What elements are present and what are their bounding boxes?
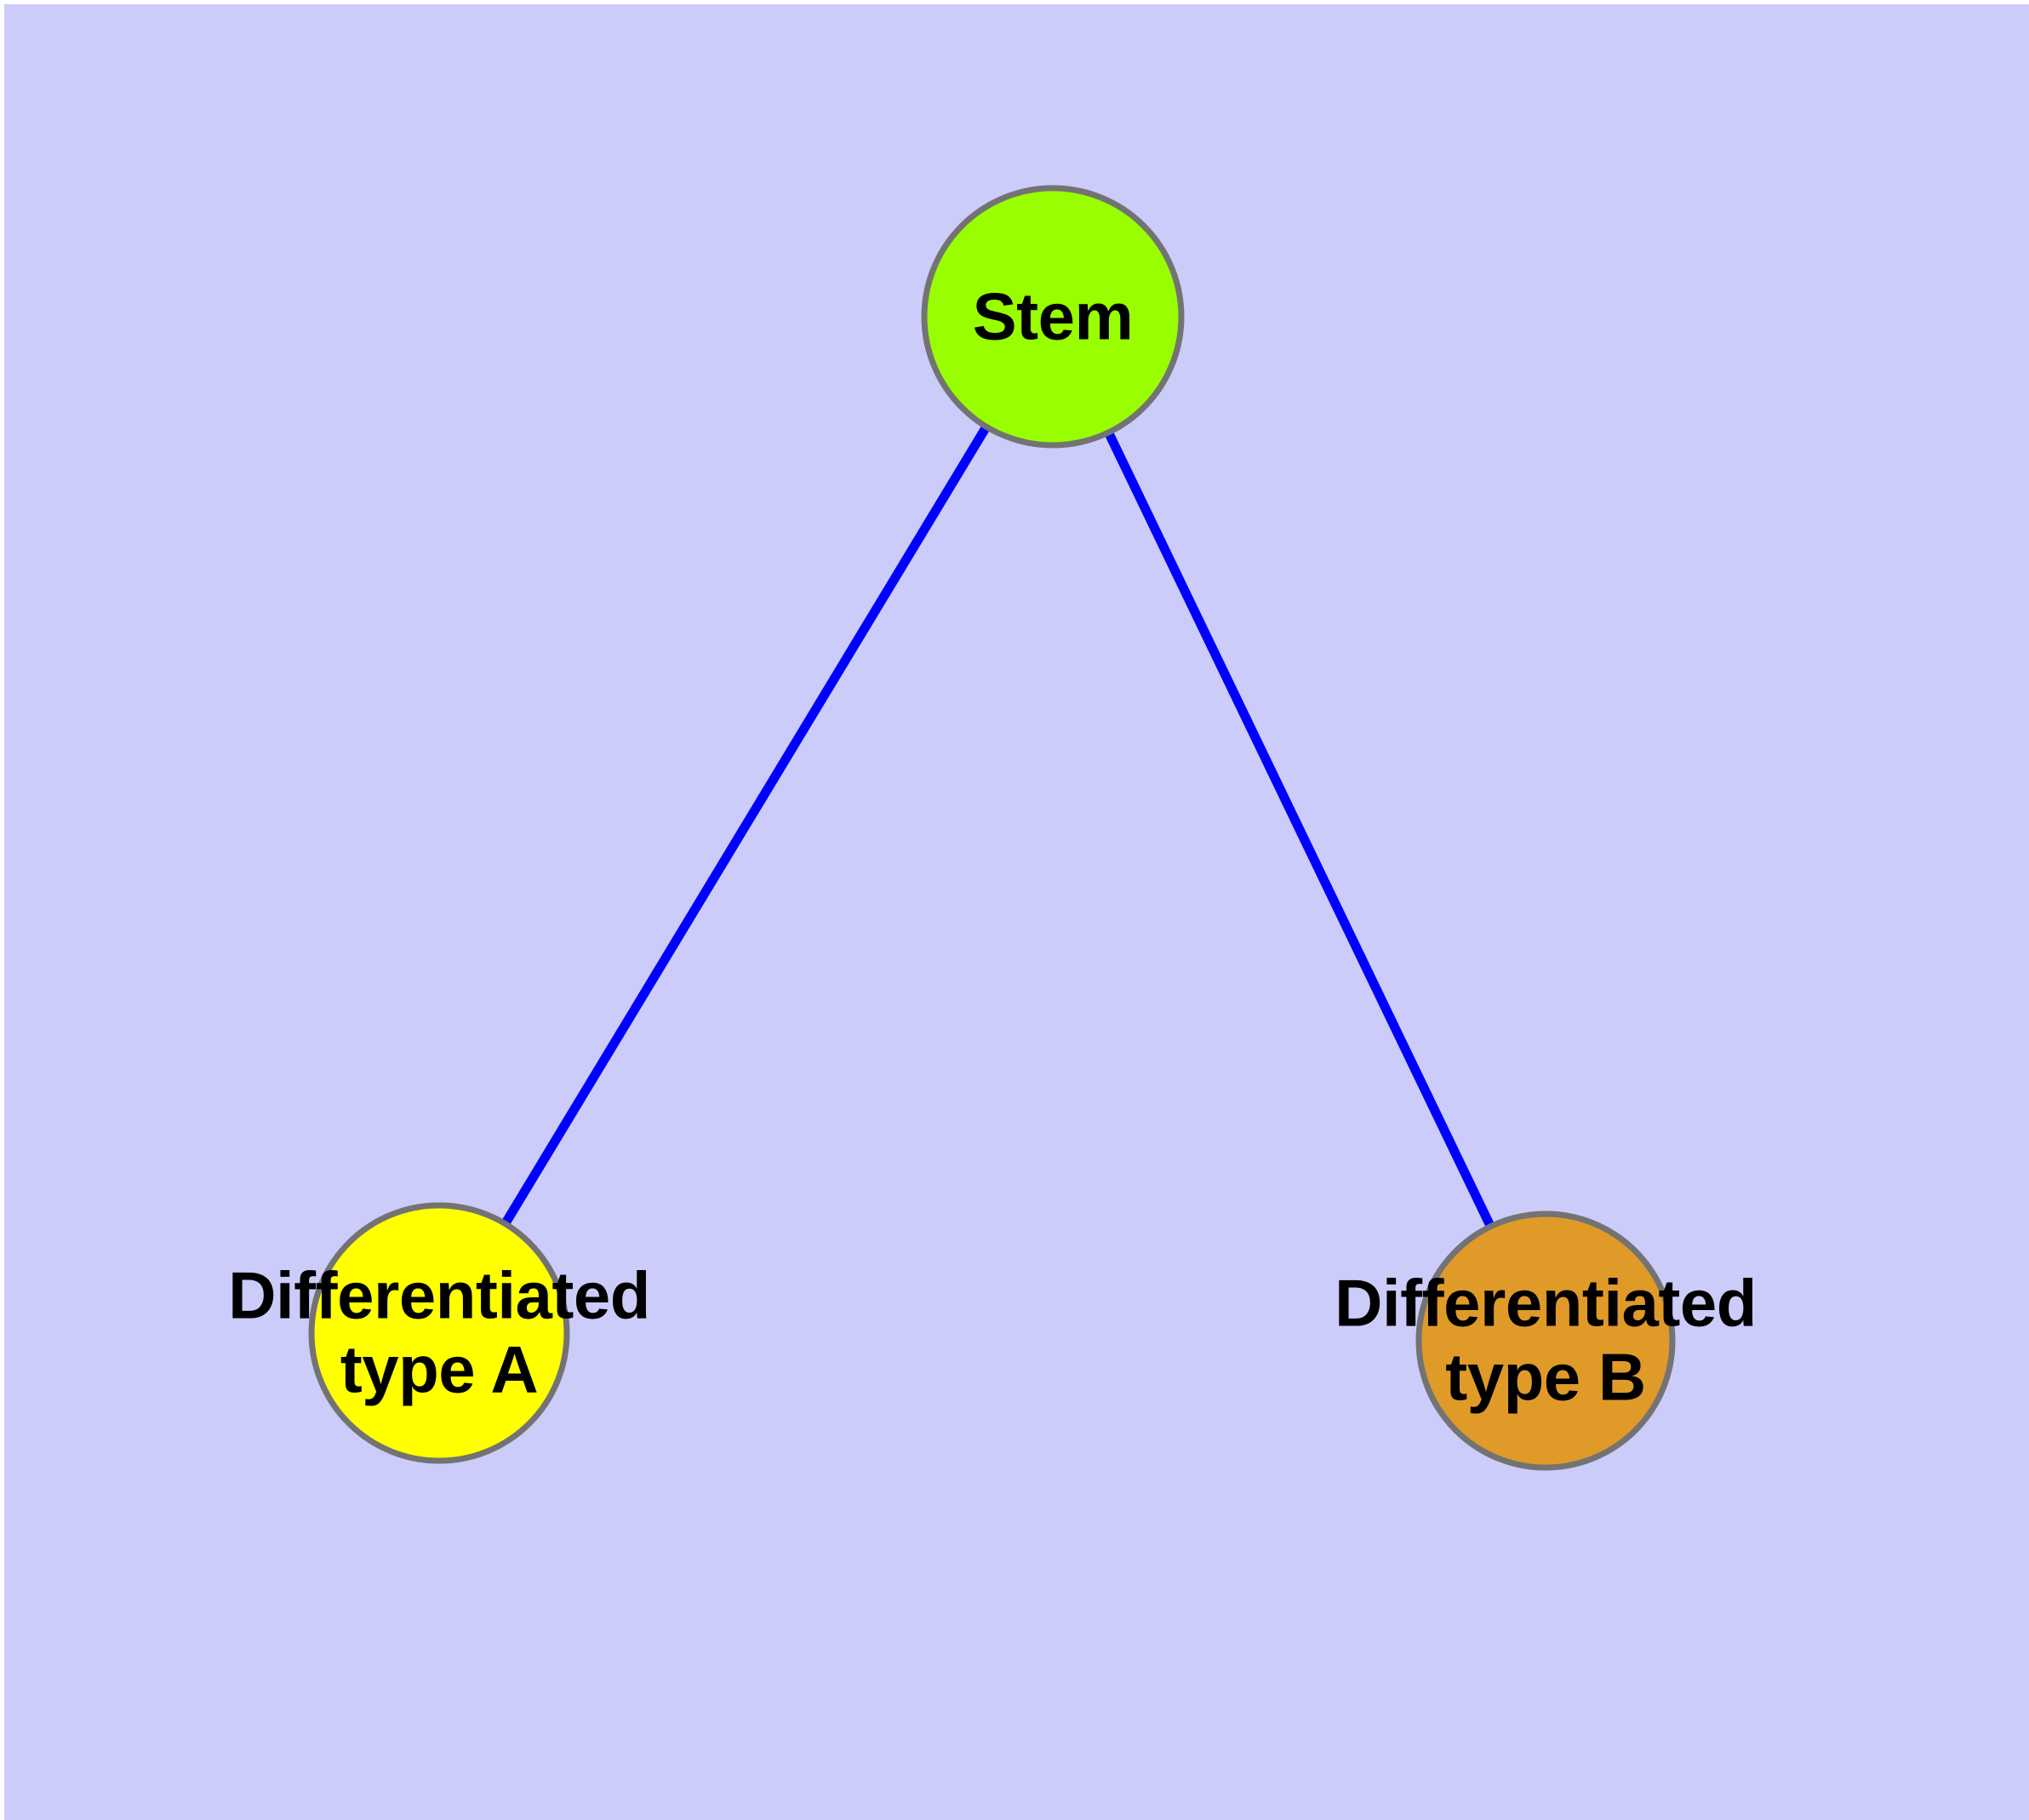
graph-edge-stem-to-diff_a <box>499 421 992 1229</box>
nodes-group <box>308 185 1676 1471</box>
graph-node-diff_a[interactable] <box>308 1202 570 1464</box>
graph-node-stem[interactable] <box>921 185 1185 449</box>
graph-node-diff_b[interactable] <box>1415 1210 1676 1471</box>
edges-group <box>499 421 1497 1232</box>
graph-edge-stem-to-diff_b <box>1102 427 1497 1232</box>
